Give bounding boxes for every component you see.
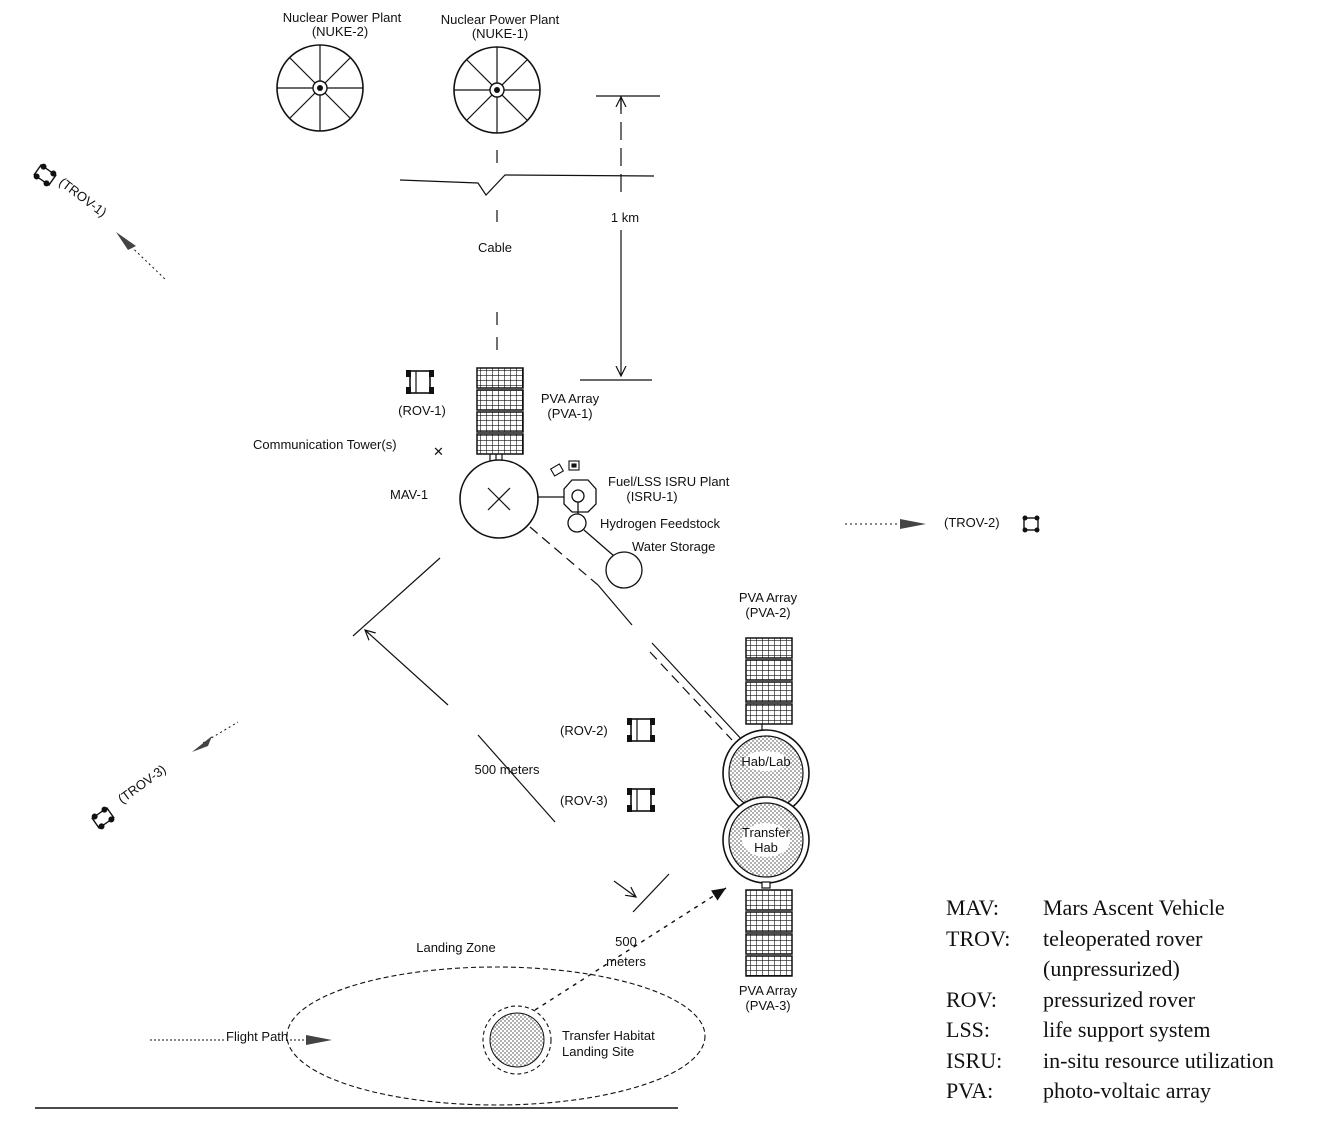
legend-row: LSS: life support system [946,1015,1337,1046]
landing-site-label-line-2: Landing Site [562,1044,634,1059]
nuke-1-plant [453,46,541,134]
pva-3-array [745,889,793,977]
landing-zone-label: Landing Zone [416,940,496,955]
trov-1-path-arrow [116,232,167,281]
pva-1-name-label: PVA Array [541,391,600,406]
five-hundred-meter-dimension-1 [352,557,556,823]
legend-abbr: PVA: [946,1078,994,1103]
mav-hab-connector [529,526,745,743]
mav-1-label: MAV-1 [390,487,428,502]
trov-3-rover-icon [91,806,115,830]
trov-3-label: (TROV-3) [115,762,169,807]
landing-zone-ellipse [286,966,706,1106]
trov-1-label: (TROV-1) [56,174,109,219]
legend-abbr: ROV: [946,986,997,1012]
rov-1-label: (ROV-1) [398,403,446,418]
hab-lab-label: Hab/Lab [741,754,790,769]
legend-abbr: MAV: [946,895,999,920]
one-km-dimension [580,95,660,381]
legend-row: ISRU: in-situ resource utilization [946,1046,1337,1077]
water-storage-tank [583,529,643,589]
pva-1-id-label: (PVA-1) [547,406,592,421]
legend-abbr: ISRU: [946,1047,1003,1073]
transfer-hab-module [722,796,810,889]
rov-2-rover-icon [627,718,655,742]
nuke-2-name-label: Nuclear Power Plant [283,10,402,25]
trov-2-path-arrow [845,519,926,529]
rov-3-label: (ROV-3) [560,793,608,808]
legend-abbr: TROV: [946,925,1011,951]
trov-1-rover-icon [33,163,57,187]
water-storage-label: Water Storage [632,539,715,554]
legend-definition: Mars Ascent Vehicle [1043,895,1225,920]
legend-row: PVA: photo-voltaic array [946,1076,1337,1107]
legend-definition: teleoperated rover [1043,925,1203,951]
isru-id-label: (ISRU-1) [626,489,677,504]
five-hundred-meter-label-1: 500 meters [474,762,540,777]
cable-label: Cable [478,240,512,255]
pva-3-name-label: PVA Array [739,983,798,998]
rov-1-rover-icon [406,370,434,394]
pva-1-array [476,367,524,466]
legend-row: MAV: Mars Ascent Vehicle [946,893,1337,924]
nuke-1-name-label: Nuclear Power Plant [441,12,560,27]
five-hundred-meter-label-2b: meters [606,954,646,969]
hab-lab-module [722,729,810,817]
isru-small-rover-icon [549,460,580,477]
abbreviation-legend: MAV: Mars Ascent Vehicle TROV: teleopera… [946,893,1337,1107]
transfer-hab-label-line-2: Hab [754,840,778,855]
legend-abbr [946,954,1043,985]
rov-3-rover-icon [627,788,655,812]
legend-row: ROV: pressurized rover [946,985,1337,1016]
landing-to-hab-trajectory [534,887,727,1011]
pva-3-id-label: (PVA-3) [745,998,790,1013]
legend-definition: pressurized rover [1043,986,1196,1012]
one-km-label: 1 km [611,210,639,225]
nuke-1-id-label: (NUKE-1) [472,26,528,41]
nuke-2-id-label: (NUKE-2) [312,24,368,39]
trov-3-path-arrow [192,721,239,752]
legend-definition: photo-voltaic array [1043,1078,1211,1103]
legend-abbr: LSS: [946,1017,991,1042]
hydrogen-feedstock-tank [567,512,587,533]
mav-1-vehicle [459,459,539,539]
transfer-habitat-landing-site [482,1005,552,1075]
transfer-hab-label-line-1: Transfer [742,825,791,840]
trov-2-label: (TROV-2) [944,515,1000,530]
legend-definition: life support system [1043,1017,1211,1042]
legend-definition: (unpressurized) [1043,956,1180,981]
flight-path-label: Flight Path [226,1029,288,1044]
legend-row: (unpressurized) [946,954,1337,985]
five-hundred-meter-label-2a: 500 [615,934,637,949]
nuke-2-plant [276,44,364,132]
isru-name-label: Fuel/LSS ISRU Plant [608,474,730,489]
legend-definition: in-situ resource utilization [1043,1047,1274,1073]
pva-2-array [745,637,793,740]
communication-tower-label: Communication Tower(s) [253,437,397,452]
flight-path-arrow [286,1035,332,1045]
five-hundred-meter-dimension-2 [613,873,670,913]
isru-plant [538,479,597,513]
pva-2-name-label: PVA Array [739,590,798,605]
pva-2-id-label: (PVA-2) [745,605,790,620]
communication-tower-icon: ✕ [433,444,444,459]
trov-2-rover-icon [1022,515,1040,533]
rov-2-label: (ROV-2) [560,723,608,738]
legend-row: TROV: teleoperated rover [946,924,1337,955]
power-cable [399,150,655,350]
landing-site-label-line-1: Transfer Habitat [562,1028,655,1043]
hydrogen-feedstock-label: Hydrogen Feedstock [600,516,720,531]
